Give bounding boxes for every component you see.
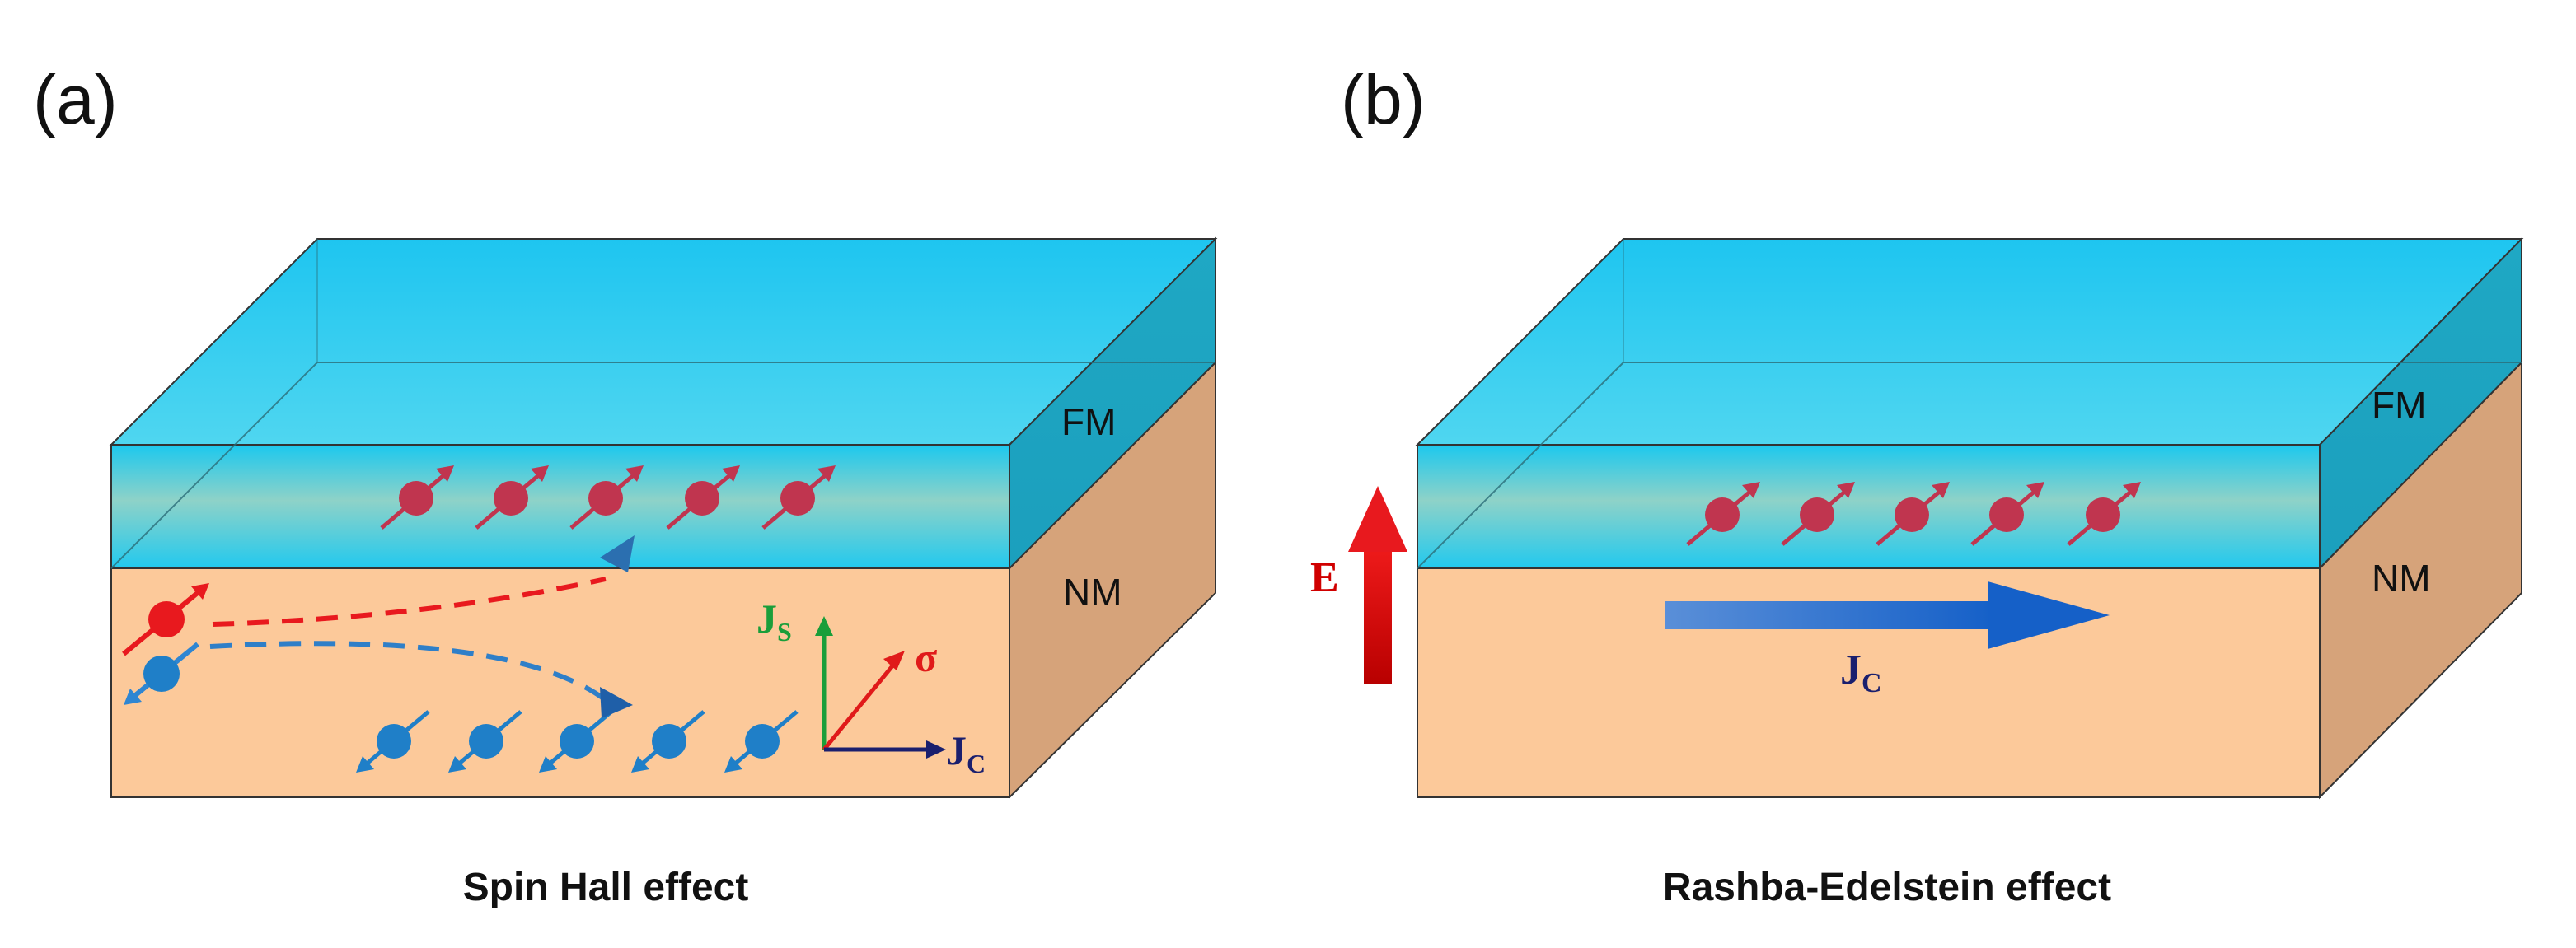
spin-up-icon (761, 465, 836, 530)
js-label: JS (756, 595, 792, 647)
spin-up-icon (569, 465, 644, 530)
electric-field-arrow (1348, 486, 1407, 684)
spin-down-icon (448, 710, 522, 773)
charge-current-arrow (1665, 581, 2110, 649)
panel-a: (a) FM NM (33, 61, 1218, 909)
fm-front-face (110, 444, 1010, 569)
jc-label-b: JC (1840, 647, 1882, 698)
spin-down-icon (539, 710, 613, 773)
spin-up-trajectory-arrowhead (600, 535, 635, 572)
spin-up-icon (1686, 482, 1760, 546)
spin-up-icon (475, 465, 549, 530)
spin-up-icon (1970, 482, 2044, 546)
spin-down-trajectory (209, 641, 607, 703)
spin-up-icon (1876, 482, 1950, 546)
panel-a-label: (a) (33, 61, 118, 138)
nm-front-face (110, 567, 1010, 798)
jc-label-a: JC (946, 727, 986, 778)
sigma-label: σ (915, 634, 937, 680)
panel-b-caption: Rashba-Edelstein effect (1663, 866, 2111, 909)
spin-up-icon (2067, 482, 2141, 546)
spin-trajectories (122, 535, 635, 718)
spin-down-icon (724, 710, 799, 773)
spin-up-icon (1781, 482, 1855, 546)
spin-down-trajectory-arrowhead (600, 687, 633, 718)
spin-up-icon (122, 583, 209, 656)
fm-layer-label-b: FM (2372, 384, 2426, 427)
panel-b: (b) FM NM E JC Rashba-Edelstein effect (1310, 61, 2524, 909)
panel-a-caption: Spin Hall effect (463, 866, 749, 909)
nm-spin-row-a (356, 710, 799, 773)
spin-up-icon (666, 465, 740, 530)
fm-spin-row-a (380, 465, 836, 530)
spin-up-icon (380, 465, 454, 530)
fm-spin-row-b (1686, 482, 2141, 546)
fm-layer-label-a: FM (1061, 400, 1116, 443)
axes-triad: JS σ JC (756, 595, 986, 778)
panel-b-block (1415, 236, 2524, 800)
sigma-axis (822, 657, 900, 751)
spin-up-trajectory (212, 577, 607, 627)
electric-field-label: E (1310, 554, 1339, 601)
fm-front-face (1417, 444, 2321, 569)
nm-layer-label-b: NM (2372, 557, 2431, 600)
panel-a-block (109, 236, 1218, 800)
spin-down-icon (631, 710, 705, 773)
spin-down-icon (356, 710, 430, 773)
spin-down-icon (124, 642, 199, 705)
panel-b-label: (b) (1341, 61, 1426, 138)
nm-layer-label-a: NM (1063, 571, 1122, 614)
